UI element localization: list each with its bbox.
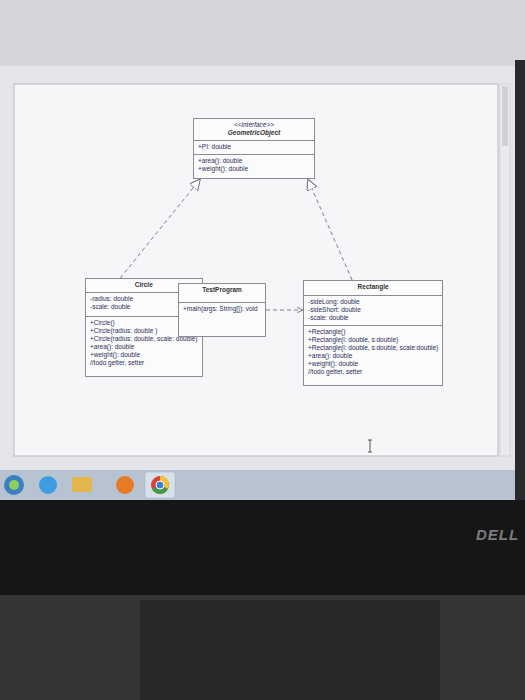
class-box: Rectangle -sideLong: double-sideShort: do…: [303, 280, 443, 386]
class-member: +PI: double: [198, 143, 310, 151]
class-member: +Rectangle(l: double, s:double, scale:do…: [308, 344, 438, 352]
class-name: Rectangle: [308, 283, 438, 291]
class-member: -sideLong: double: [308, 298, 438, 306]
class-member: +Rectangle(l: double, s:double): [308, 336, 438, 344]
class-compartment: +Rectangle()+Rectangle(l: double, s:doub…: [304, 325, 442, 385]
class-member: +Rectangle(): [308, 328, 438, 336]
class-compartment: <<interface>>GeometricObject: [194, 119, 314, 140]
class-member: +area(): double: [198, 157, 310, 165]
realization-arrow: [120, 179, 200, 278]
class-member: +area(): double: [90, 343, 198, 351]
class-name: <<interface>>: [198, 121, 310, 129]
class-compartment: Rectangle: [304, 281, 442, 295]
dependency-arrow: [266, 310, 303, 311]
class-compartment: -sideLong: double-sideShort: double-scal…: [304, 295, 442, 325]
class-member: //todo getter, setter: [308, 368, 438, 376]
class-member: -sideShort: double: [308, 306, 438, 314]
class-member: //todo getter, setter: [90, 359, 198, 367]
class-compartment: +main(args: String[]): void: [179, 302, 265, 336]
class-name: TestProgram: [183, 286, 261, 294]
class-member: +main(args: String[]): void: [183, 305, 261, 313]
class-member: +area(): double: [308, 352, 438, 360]
class-member: -scale: double: [308, 314, 438, 322]
class-member: +weight(): double: [198, 165, 310, 173]
brand-logo: DELL: [476, 526, 519, 543]
class-member: +weight(): double: [308, 360, 438, 368]
class-compartment: +PI: double: [194, 140, 314, 154]
realization-arrow: [308, 179, 352, 280]
class-member: +weight(): double: [90, 351, 198, 359]
class-member: GeometricObject: [198, 129, 310, 137]
class-compartment: TestProgram: [179, 284, 265, 302]
class-box: TestProgram +main(args: String[]): void: [178, 283, 266, 337]
class-compartment: +area(): double+weight(): double: [194, 154, 314, 178]
interface-box: <<interface>>GeometricObject +PI: double +…: [193, 118, 315, 179]
